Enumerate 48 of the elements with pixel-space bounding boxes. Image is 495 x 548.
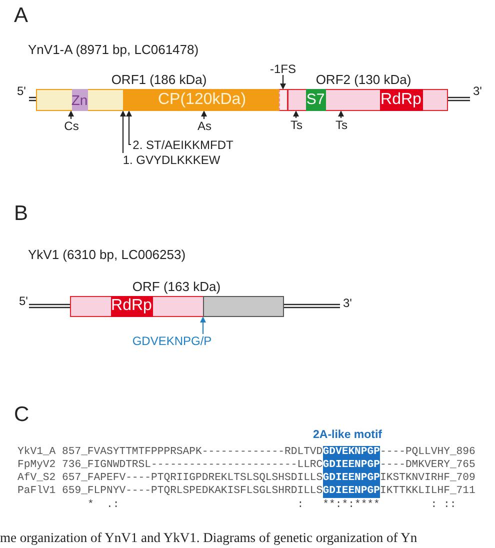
alignment-row: ----PQLLVHY_896 [380, 446, 476, 459]
panel-letter: B [14, 203, 28, 224]
site-label: Cs [63, 119, 80, 132]
end-label: 5' [19, 295, 28, 307]
domain-box: RdRp [110, 296, 152, 316]
motif-highlight: GDVEKNPGP [322, 446, 380, 459]
domain-box: S7 [306, 88, 326, 110]
site-label: 2. ST/AEIKKMFDT [131, 138, 235, 151]
alignment-row: AfV_S2 657_FAPEFV----PTQRIIGPDREKLTSLSQLSHSDILLS [18, 472, 323, 485]
alignment-row: PaFlV1 659_FLPNYV----PTQRLSPEDKAKISFLSGLSHRDILLS [18, 485, 323, 498]
orf-label: ORF (163 kDa) [132, 280, 221, 293]
alignment-row: YkV1_A 857_FVASYTTMTFPPPRSAPK-------------RDLTVD [18, 446, 323, 459]
orf-label: ORF1 (186 kDa) [111, 73, 207, 86]
arrow [200, 316, 206, 334]
site-label: As [196, 119, 213, 132]
arrow [338, 110, 344, 118]
conservation-line: * .: : **:*:**** : :: [87, 500, 456, 511]
arrow [293, 110, 299, 118]
panel-letter: C [14, 404, 30, 425]
motif-highlight: GDIEENPGP [322, 472, 380, 485]
arrow [68, 110, 74, 119]
end-label: 5' [17, 85, 26, 97]
genome-title: YnV1-A (8971 bp, LC061478) [28, 43, 199, 56]
site-label: -1FS [270, 62, 296, 75]
alignment-row: ----DMKVERY_765 [380, 459, 476, 472]
alignment-row: FpMyV2 736_FIGNWDTRSL-----------------------LLRC [18, 459, 323, 472]
alignment-row: IKSTKNVIRHF_709 [380, 472, 476, 485]
domain-box: RdRp [380, 88, 422, 110]
alignment-row: IKTTKKLILHF_711 [380, 485, 476, 498]
site-label: 1. GVYDLKKKEW [121, 153, 222, 166]
genome-title: YkV1 (6310 bp, LC006253) [28, 248, 186, 261]
arrow [201, 110, 207, 119]
arrow [280, 75, 286, 90]
motif-highlight: GDIEENPGP [322, 485, 380, 498]
domain-box: CP(120kDa) [122, 88, 282, 110]
arrow [126, 110, 132, 146]
site-label: Ts [288, 118, 305, 131]
arrow [120, 110, 126, 153]
end-label: 3' [473, 85, 482, 97]
site-label: Ts [333, 118, 350, 131]
caption-text: me organization of YnV1 and YkV1. Diagrams of genetic organization of Yn [0, 531, 418, 544]
orf-label: ORF2 (130 kDa) [316, 73, 412, 86]
motif-highlight: GDIEENPGP [322, 459, 380, 472]
site-label: GDVEKNPG/P [131, 334, 213, 347]
orf-segment [202, 296, 284, 316]
motif-title: 2A-like motif [313, 430, 382, 442]
end-label: 3' [343, 297, 352, 309]
panel-letter: A [14, 5, 28, 26]
